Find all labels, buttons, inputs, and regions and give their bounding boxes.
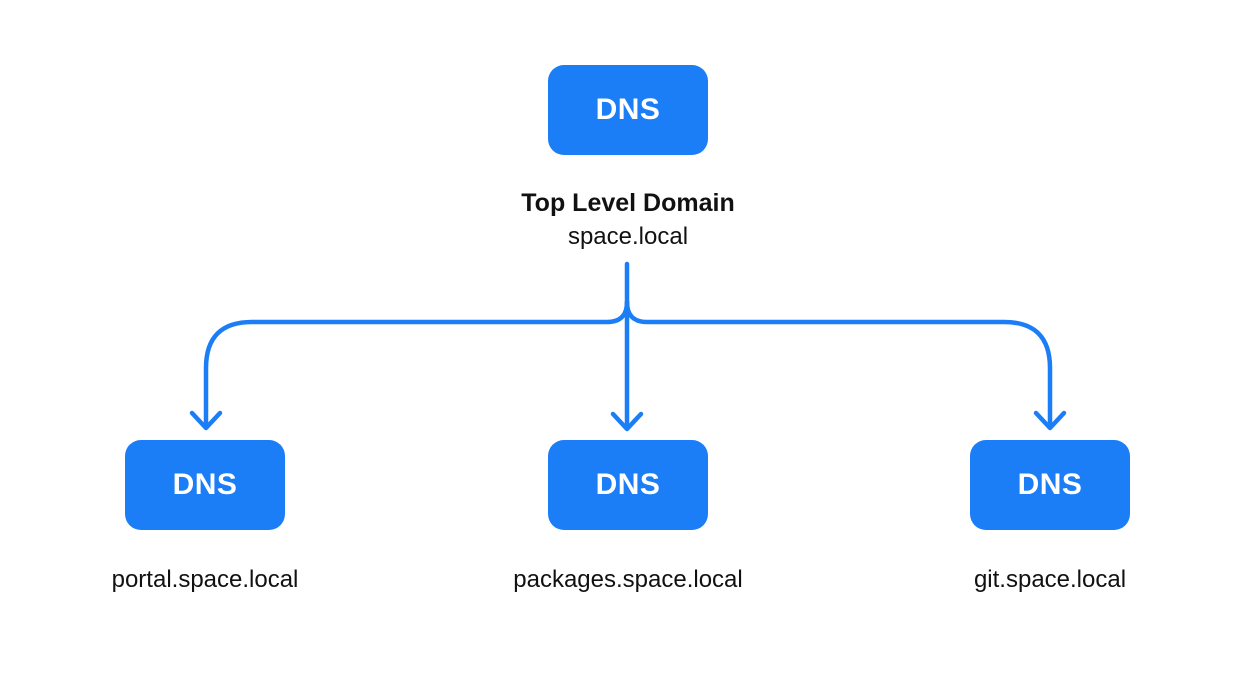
child-dns-node-packages: DNS (548, 440, 708, 530)
child-domain-packages: packages.space.local (513, 566, 743, 593)
arrowhead-center-icon (610, 411, 644, 432)
child-dns-node-portal-label: DNS (172, 468, 238, 501)
child-domain-git: git.space.local (973, 566, 1127, 593)
child-domain-portal: portal.space.local (111, 566, 299, 593)
child-dns-node-git-label: DNS (1017, 468, 1083, 501)
root-dns-node: DNS (548, 65, 708, 155)
child-dns-node-git: DNS (970, 440, 1130, 530)
root-caption: Top Level Domain space.local (378, 188, 878, 255)
root-dns-node-label: DNS (595, 93, 661, 126)
child-dns-node-packages-label: DNS (595, 468, 661, 501)
root-subtitle: space.local (567, 223, 689, 251)
arrow-left (203, 299, 630, 430)
arrowhead-left-icon (189, 410, 223, 431)
arrowhead-right-icon (1033, 410, 1067, 431)
root-title: Top Level Domain (521, 189, 735, 217)
child-dns-node-portal: DNS (125, 440, 285, 530)
arrow-right (624, 299, 1053, 430)
